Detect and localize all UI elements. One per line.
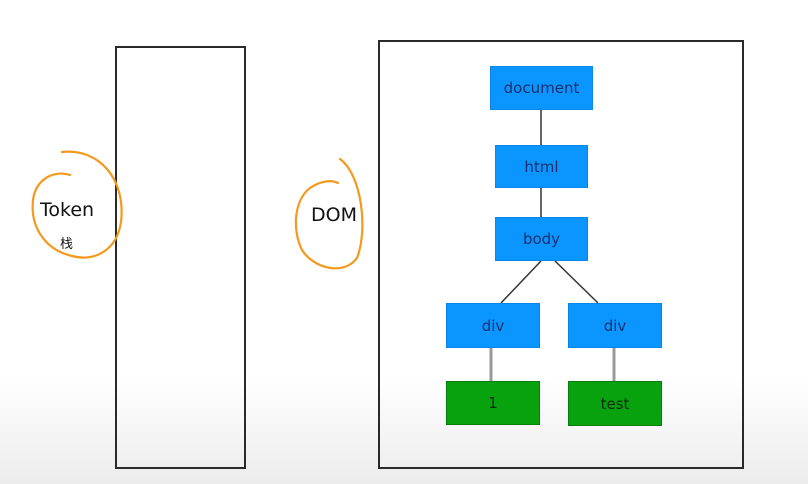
token-stack-box	[115, 46, 246, 469]
dom-label: DOM	[311, 204, 357, 226]
tree-node-div-left: div	[446, 303, 540, 348]
tree-node-text-right: test	[568, 381, 662, 426]
stack-label: 栈	[60, 237, 74, 252]
tree-node-document: document	[490, 66, 593, 110]
token-label: Token	[40, 199, 95, 221]
tree-node-text-left: 1	[446, 381, 540, 425]
tree-node-div-right: div	[568, 303, 662, 348]
tree-node-html: html	[495, 145, 588, 188]
tree-node-body: body	[495, 217, 588, 261]
dom-tree-box	[378, 40, 744, 469]
